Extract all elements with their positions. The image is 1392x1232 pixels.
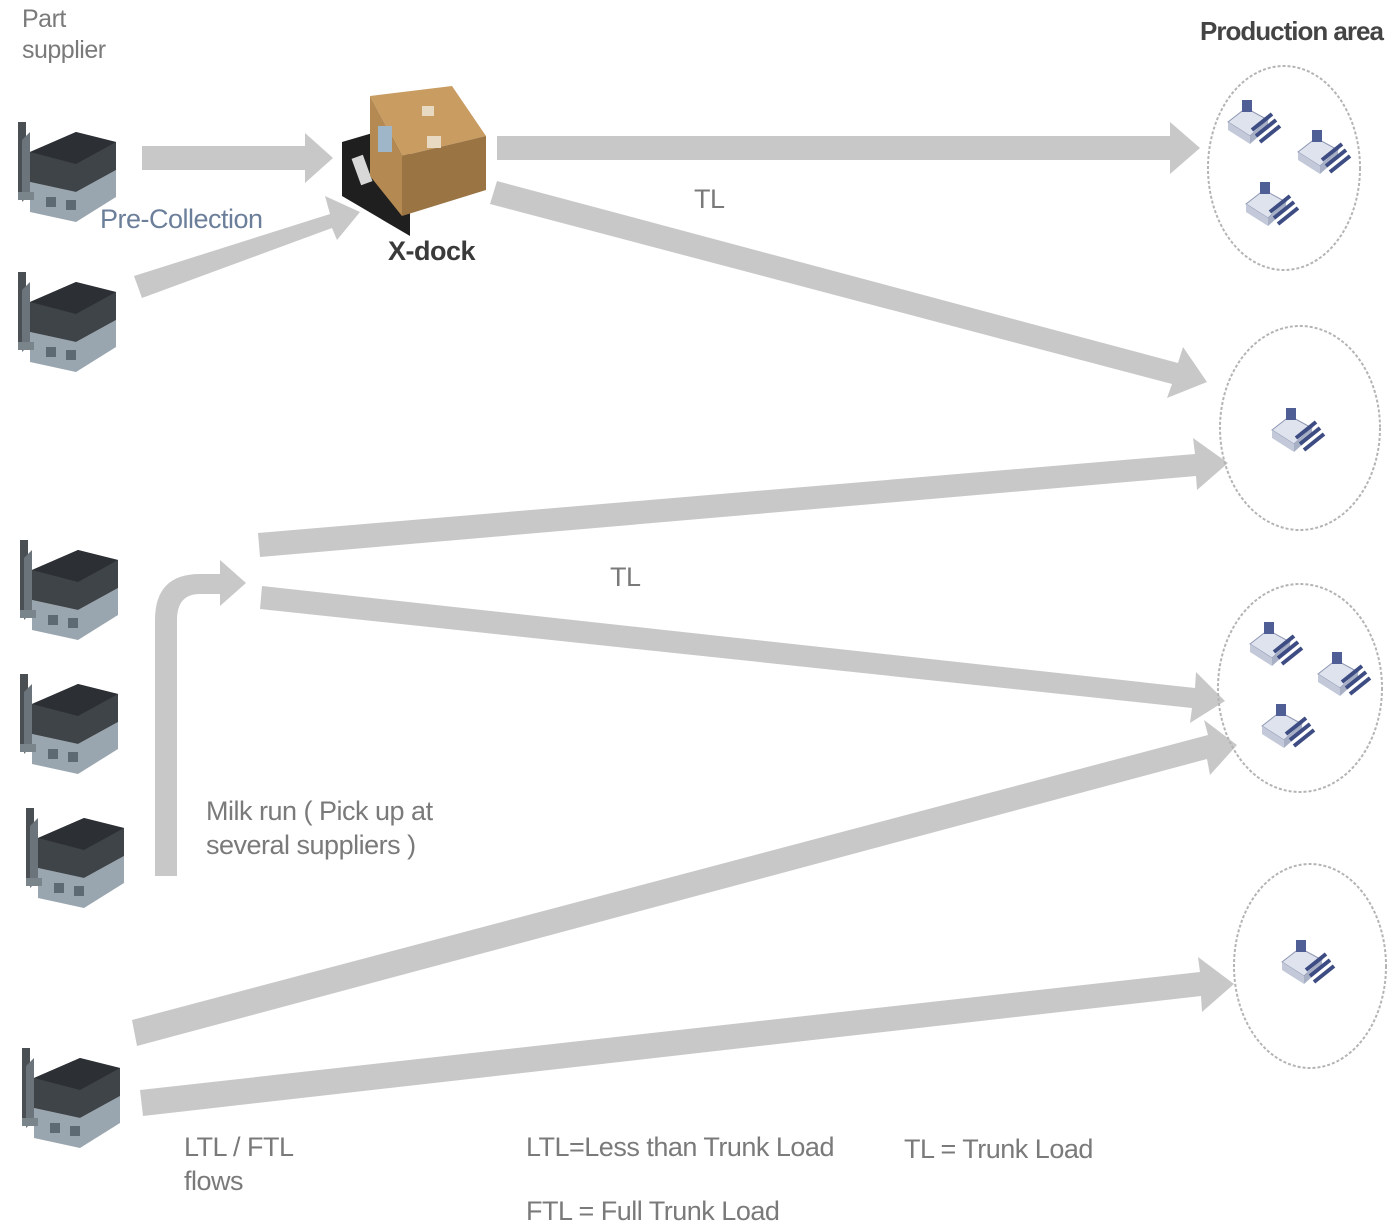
warehouse-icon [342,86,486,236]
arrow-ltl-to-production3 [132,720,1237,1046]
arrow-xdock-to-production1 [497,122,1200,174]
part-supplier-heading: Part supplier [22,5,106,64]
ltl-ftl-flows-label: LTL / FTL flows [184,1132,294,1196]
arrow-xdock-to-production2 [490,181,1207,398]
machine-icon [1316,650,1372,698]
production-area-4 [1233,863,1387,1069]
factory-icon [18,272,116,372]
factory-icon [20,674,118,774]
machine-icon [1248,620,1304,668]
arrow-supplier1-to-xdock [142,133,333,183]
production-areas [1207,65,1387,1069]
machine-icon [1244,180,1300,228]
machine-icon [1280,938,1336,986]
production-area-2 [1219,325,1381,531]
production-area-heading: Production area [1200,16,1384,46]
machine-icon [1226,98,1282,146]
factory-icon [22,1048,120,1148]
machine-icon [1270,406,1326,454]
arrow-milkrun-to-production2 [258,438,1228,557]
arrows [132,122,1237,1116]
x-dock-label: X-dock [388,236,476,266]
machine-icon [1296,128,1352,176]
pre-collection-label: Pre-Collection [100,204,263,234]
arrow-milkrun-collector [155,560,246,876]
arrow-supplier2-to-xdock [134,196,360,298]
factory-icon [20,540,118,640]
production-machines [1226,98,1372,986]
factory-icon [26,808,124,908]
milk-run-label: Milk run ( Pick up at several suppliers … [206,796,433,860]
tl-label-top: TL [694,184,725,214]
production-area-1 [1207,65,1361,271]
arrow-milkrun-to-production3 [260,586,1225,723]
legend-ftl: FTL = Full Trunk Load [526,1196,780,1226]
tl-label-middle: TL [610,562,641,592]
legend-ltl: LTL=Less than Trunk Load [526,1132,834,1162]
machine-icon [1260,702,1316,750]
suppliers [18,122,124,1148]
arrow-ltl-to-production4 [140,957,1234,1116]
legend-tl: TL = Trunk Load [904,1134,1093,1164]
production-area-3 [1217,583,1383,793]
